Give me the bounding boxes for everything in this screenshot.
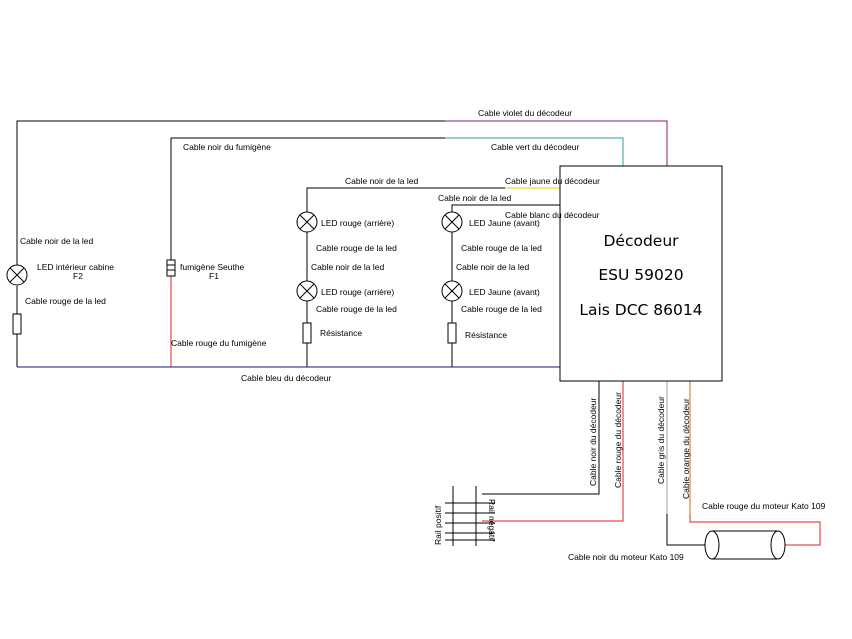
label-rail-neg: Rail négatif xyxy=(487,499,497,542)
label-black-dec: Cable noir du décodeur xyxy=(588,397,598,486)
black-dec-wire xyxy=(482,381,600,495)
led-black-top-wire xyxy=(306,187,505,213)
label-led-red-rear-black: Cable noir de la led xyxy=(311,262,385,272)
label-motor-black: Cable noir du moteur Kato 109 xyxy=(568,552,684,562)
label-led-red-rear-1: LED rouge (arrière) xyxy=(321,218,394,228)
decoder-box xyxy=(559,165,723,382)
resistor-right-icon xyxy=(447,322,457,344)
decoder: Décodeur ESU 59020 Lais DCC 86014 xyxy=(559,165,723,382)
components xyxy=(6,211,786,560)
label-smoke-black: Cable noir du fumigène xyxy=(183,142,271,152)
label-orange-dec: Cable orange du décodeur xyxy=(681,398,691,499)
resistor-left-icon xyxy=(302,322,312,344)
label-led-cab-red: Cable rouge de la led xyxy=(25,296,106,306)
label-led-yellow-1-red: Cable rouge de la led xyxy=(461,243,542,253)
label-led-cab: LED intérieur cabine xyxy=(37,262,114,272)
green-wire xyxy=(445,137,624,166)
rails-icon xyxy=(445,486,495,546)
label-led-black-top: Cable noir de la led xyxy=(345,176,419,186)
led-yellow-2-icon xyxy=(441,280,463,302)
label-led-yellow-1: LED Jaune (avant) xyxy=(469,218,540,228)
label-red-dec: Cable rouge du décodeur xyxy=(613,392,623,488)
red-dec-wire xyxy=(482,375,624,522)
label-led-red-rear-2: LED rouge (arrière) xyxy=(321,287,394,297)
led-red-rear-1-icon xyxy=(296,211,318,233)
label-grey-dec: Cable gris du décodeur xyxy=(656,396,666,484)
label-smoke-red: Cable rouge du fumigène xyxy=(171,338,267,348)
white-wire xyxy=(451,204,560,213)
label-blue-wire: Cable bleu du décodeur xyxy=(241,373,331,383)
violet-wire xyxy=(16,120,445,285)
label-led-cab-black: Cable noir de la led xyxy=(20,236,94,246)
label-green-wire: Cable vert du décodeur xyxy=(491,142,580,152)
violet-wire-colored xyxy=(445,120,668,166)
led-yellow-1-icon xyxy=(441,211,463,233)
label-led-yellow-2: LED Jaune (avant) xyxy=(469,287,540,297)
decoder-ref: Lais DCC 86014 xyxy=(579,301,702,319)
label-led-red-rear-2-red: Cable rouge de la led xyxy=(316,304,397,314)
motor-red-wire xyxy=(689,514,821,546)
labels: Cable violet du décodeur Cable vert du d… xyxy=(20,108,826,562)
smoke-black-wire xyxy=(170,137,445,260)
label-violet-wire: Cable violet du décodeur xyxy=(478,108,572,118)
label-rail-pos: Rail positif xyxy=(433,505,443,545)
led-cab-resistor-icon xyxy=(12,313,22,335)
label-yellow-wire: Cable jaune du décodeur xyxy=(505,176,600,186)
decoder-model: ESU 59020 xyxy=(598,266,683,284)
label-led-red-rear-1-red: Cable rouge de la led xyxy=(316,243,397,253)
label-smoke-fn: F1 xyxy=(209,271,219,281)
motor-icon xyxy=(704,530,786,560)
label-led-yellow-2-red: Cable rouge de la led xyxy=(461,304,542,314)
wires xyxy=(16,120,821,546)
label-white-wire: Cable blanc du décodeur xyxy=(505,210,600,220)
motor-black-wire xyxy=(666,514,705,546)
label-resistor-right: Résistance xyxy=(465,330,507,340)
label-led-cab-fn: F2 xyxy=(73,271,83,281)
label-led-yellow-black: Cable noir de la led xyxy=(456,262,530,272)
label-smoke-gen: fumigène Seuthe xyxy=(180,262,245,272)
led-red-rear-2-icon xyxy=(296,280,318,302)
smoke-generator-icon xyxy=(166,259,176,277)
led-cab-icon xyxy=(6,264,28,286)
label-led-black-mid: Cable noir de la led xyxy=(438,193,512,203)
label-motor-red: Cable rouge du moteur Kato 109 xyxy=(702,501,826,511)
label-resistor-left: Résistance xyxy=(320,328,362,338)
decoder-title: Décodeur xyxy=(603,232,679,250)
